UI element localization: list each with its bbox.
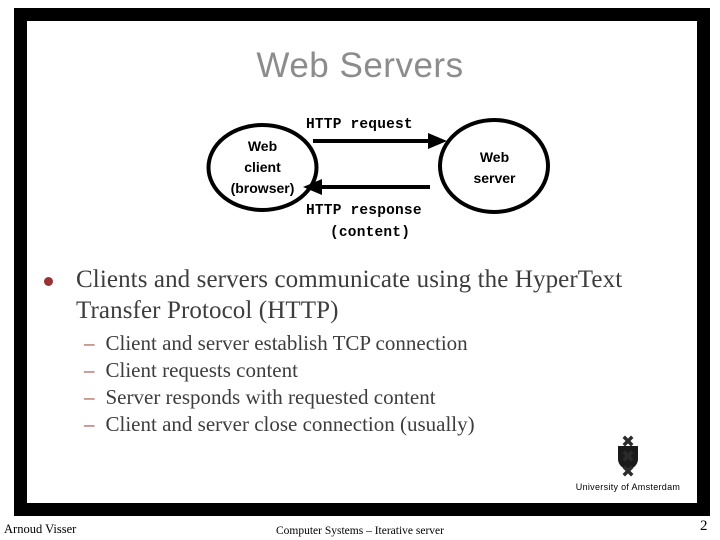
bullet-dot-icon <box>44 277 54 286</box>
sub-bullet-text: Server responds with requested content <box>105 385 436 409</box>
web-client-label-line1: Web <box>247 138 278 154</box>
university-logo: University of Amsterdam <box>563 432 693 492</box>
http-response-label: HTTP response <box>306 203 422 219</box>
dash-marker-icon: – <box>84 331 95 355</box>
footer-course-name: Computer Systems – Iterative server <box>276 525 444 537</box>
list-item: – Client and server establish TCP connec… <box>84 330 644 356</box>
web-server-label: Web server <box>440 147 549 189</box>
web-client-label-line2: client <box>244 159 281 175</box>
sub-bullet-text: Client requests content <box>105 358 298 382</box>
dash-marker-icon: – <box>84 385 95 409</box>
list-item: – Client requests content <box>84 357 644 383</box>
dash-marker-icon: – <box>84 412 95 436</box>
http-request-arrow <box>313 133 447 149</box>
page-title: Web Servers <box>256 46 464 85</box>
footer-author: Arnoud Visser <box>4 522 77 536</box>
http-request-label: HTTP request <box>306 117 413 133</box>
http-content-label: (content) <box>330 225 411 241</box>
list-item: – Client and server close connection (us… <box>84 411 644 437</box>
web-server-label-line1: Web <box>479 149 510 165</box>
slide-frame-right <box>697 8 710 516</box>
dash-marker-icon: – <box>84 358 95 382</box>
web-server-label-line2: server <box>473 170 516 186</box>
sub-bullet-text: Client and server close connection (usua… <box>105 412 475 436</box>
slide-frame-bottom <box>14 503 710 516</box>
university-logo-caption: University of Amsterdam <box>575 482 681 492</box>
uva-shield-icon <box>563 432 693 480</box>
slide-frame-top <box>14 8 710 21</box>
sub-bullet-text: Client and server establish TCP connecti… <box>105 331 468 355</box>
web-client-label-line3: (browser) <box>230 180 295 196</box>
main-bullet-item: Clients and servers communicate using th… <box>44 264 644 326</box>
web-client-label: Web client (browser) <box>207 136 318 199</box>
http-response-arrow <box>303 179 430 195</box>
main-bullet-text: Clients and servers communicate using th… <box>76 266 623 324</box>
slide-frame-left <box>14 8 27 516</box>
footer-page-number: 2 <box>700 518 708 534</box>
sub-bullet-list: – Client and server establish TCP connec… <box>84 330 644 438</box>
list-item: – Server responds with requested content <box>84 384 644 410</box>
